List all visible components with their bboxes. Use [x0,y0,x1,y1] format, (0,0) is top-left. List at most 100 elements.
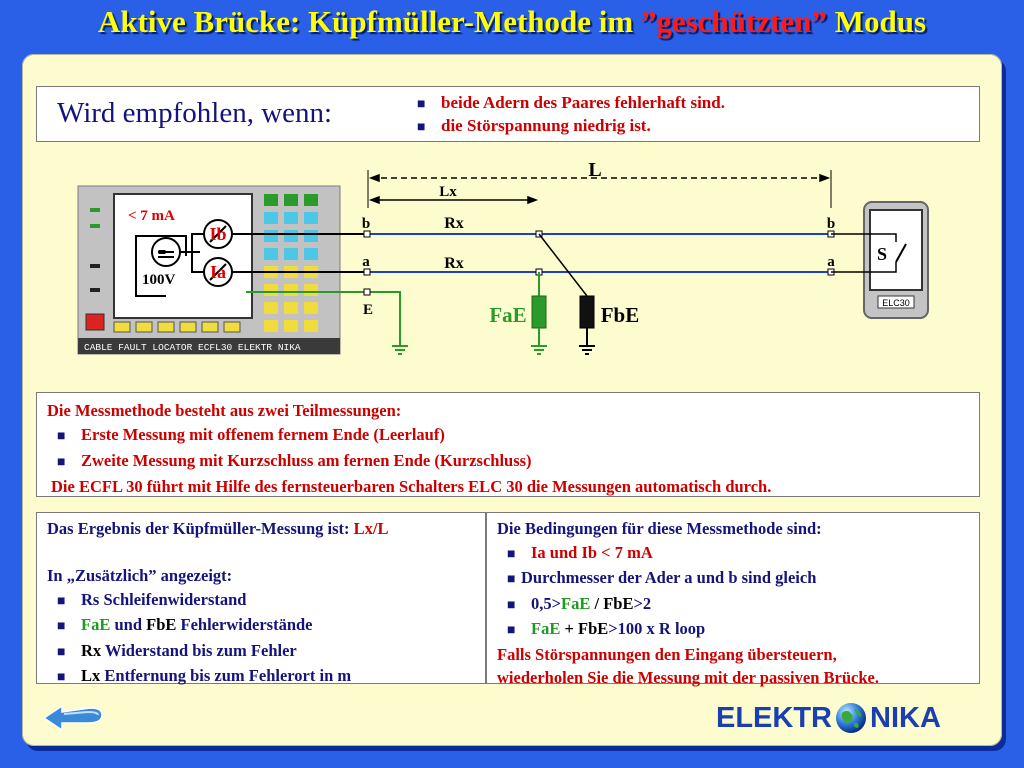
list-item-text: Entfernung bis zum Fehlerort in m [100,666,352,685]
bullet-icon: ■ [57,644,66,660]
terminal-a-left: a [362,254,370,270]
ia-meter-label: Ia [210,262,226,282]
list-item: ■ Erste Messung mit offenem fernem Ende (… [47,423,969,449]
plus-text: + [560,619,578,638]
bullet-icon: ■ [57,455,66,470]
brand-right: NIKA [870,701,941,734]
ratio-text: 0,5> [531,593,562,613]
title-text: Aktive Brücke: Küpfmüller-Methode im [97,4,641,39]
list-item: ■ beide Adern des Paares fehlerhaft sind. [417,92,725,115]
brand-left: ELEKTR [716,701,832,734]
list-item: ■ FaE und FbE Fehlerwiderstände [47,613,475,639]
list-item-text: beide Adern des Paares fehlerhaft sind. [441,93,725,112]
sep-text: / [590,593,604,613]
bullet-icon: ■ [417,120,426,135]
list-item-text: Zweite Messung mit Kurzschluss am fernen… [81,451,532,470]
power-button[interactable] [85,313,105,331]
elc30-label: ELC30 [882,298,910,308]
bullet-icon: ■ [507,546,516,562]
screen-schematic [135,219,246,297]
rx-text: Rx [81,640,102,660]
bullet-icon: ■ [57,593,66,609]
title-quoted: ”geschützten” [640,4,827,39]
method-intro: Die Messmethode besteht aus zwei Teilmes… [47,401,402,420]
recommendation-lead: Wird empfohlen, wenn: [57,97,333,129]
list-item-text: Erste Messung mit offenem fernem Ende (L… [81,425,445,444]
list-item-text: Rs Schleifenwiderstand [81,589,247,609]
globe-icon [836,703,866,733]
current-limit-label: < 7 mA [128,208,175,224]
lx-text: Lx [81,666,101,685]
circuit-diagram: CABLE FAULT LOCATOR ECFL30 ELEKTR NIKA <… [77,159,929,355]
dimension-lines [367,170,832,208]
bullet-icon: ■ [507,597,516,613]
list-item: ■ Zweite Messung mit Kurzschluss am ferne… [47,449,969,475]
list-item: ■ FaE + FbE>100 x R loop [497,617,969,643]
recommendation-box: Wird empfohlen, wenn: ■ beide Adern des P… [36,86,980,142]
list-item-text: die Störspannung niedrig ist. [441,116,651,135]
ib-meter-label: Ib [209,224,226,244]
title-text-end: Modus [826,4,927,39]
fae-text: FaE [531,619,561,638]
switch-s-label: S [877,244,887,264]
conditions-note: wiederholen Sie die Messung mit der pass… [497,668,879,687]
result-box: Das Ergebnis der Küpfmüller-Messung ist:… [36,512,486,685]
conditions-intro: Die Bedingungen für diese Messmethode si… [497,519,822,538]
brand-logo: ELEKTR NIKA [716,700,941,736]
fbe-text: FbE [578,619,609,638]
list-item-text: Fehlerwiderstände [176,615,313,634]
list-item: ■ 0,5>FaE / FbE>2 [497,592,969,618]
fbe-text: FbE [146,615,177,634]
result-text: Das Ergebnis der Küpfmüller-Messung ist: [47,519,354,538]
terminal-b-left: b [362,216,370,232]
conditions-box: Die Bedingungen für diese Messmethode si… [486,512,980,687]
device-led-icons [90,208,100,292]
fbe-label: FbE [601,303,640,327]
terminal-a-right: a [827,254,835,270]
list-item: ■Durchmesser der Ader a und b sind gleic… [497,566,969,592]
rx-label-a: Rx [444,255,464,272]
length-Lx-label: Lx [439,184,457,200]
rx-label-b: Rx [444,215,464,232]
voltage-label: 100V [142,272,176,288]
ratio-end-text: >2 [633,593,652,613]
list-item-text: Ia und Ib < 7 mA [531,542,653,562]
method-note: Die ECFL 30 führt mit Hilfe des fernsteu… [51,477,772,496]
conditions-note: Falls Störspannungen den Eingang überste… [497,644,837,664]
fae-label: FaE [489,303,526,327]
list-item: ■ Ia und Ib < 7 mA [497,541,969,567]
list-item: ■ Rs Schleifenwiderstand [47,588,475,614]
back-arrow-icon[interactable] [40,700,108,738]
terminal-b-right: b [827,216,835,232]
list-item: ■ Rx Widerstand bis zum Fehler [47,639,475,665]
device-footer-label: CABLE FAULT LOCATOR ECFL30 ELEKTR NIKA [84,342,301,353]
and-text: und [110,615,147,634]
wire-e [246,291,408,355]
device-function-keys [113,321,241,333]
result-line: Das Ergebnis der Küpfmüller-Messung ist:… [47,517,475,541]
bullet-icon: ■ [507,572,516,587]
list-item-text: Widerstand bis zum Fehler [101,640,297,660]
bullet-icon: ■ [57,429,66,444]
fae-text: FaE [561,593,591,613]
terminal-e-left: E [363,302,373,318]
bullet-icon: ■ [507,623,516,638]
length-L-label: L [588,159,601,181]
list-item: ■ die Störspannung niedrig ist. [417,115,725,138]
fault-fbe-resistor [538,233,595,355]
ecfl30-device: CABLE FAULT LOCATOR ECFL30 ELEKTR NIKA <… [77,185,341,355]
method-box: Die Messmethode besteht aus zwei Teilmes… [36,392,980,497]
list-item: ■ Lx Entfernung bis zum Fehlerort in m [47,664,475,690]
result-additional-heading: In „Zusätzlich” angezeigt: [47,566,233,585]
spacer [47,541,475,565]
elc30-switch-unit [831,201,929,319]
fbe-text: FbE [603,593,634,613]
bullet-icon: ■ [417,97,426,112]
slide-title: Aktive Brücke: Küpfmüller-Methode im ”ge… [0,4,1024,40]
loop-text: >100 x R loop [608,619,706,638]
fae-text: FaE [81,615,111,634]
bullet-icon: ■ [57,619,66,634]
equals-sign: = [158,245,167,261]
fault-fae-resistor [531,272,547,355]
bullet-icon: ■ [57,670,66,685]
